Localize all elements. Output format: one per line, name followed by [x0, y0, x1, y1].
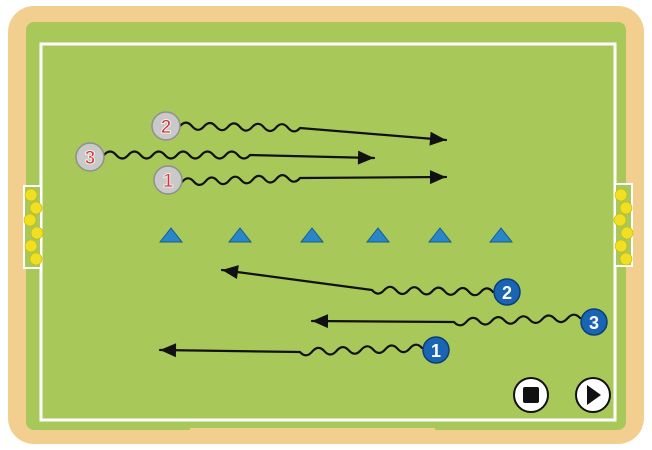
arrowhead	[160, 343, 177, 358]
ball	[619, 252, 633, 266]
arrowhead	[357, 150, 374, 165]
ball	[24, 188, 38, 202]
play-icon	[587, 385, 601, 405]
player-label: 1	[431, 341, 441, 361]
player-blue-1: 1	[422, 336, 450, 364]
dribble-path	[310, 313, 582, 327]
arrowhead	[222, 265, 239, 280]
dribble-path	[178, 121, 448, 142]
ball	[29, 201, 43, 215]
ball	[29, 252, 43, 266]
player-blue-2: 2	[493, 278, 521, 306]
stop-button[interactable]	[513, 377, 549, 413]
dribble-path	[102, 150, 376, 160]
ball	[614, 239, 628, 253]
player-label: 3	[85, 148, 96, 169]
ball	[24, 239, 38, 253]
ball-stack-right	[613, 188, 634, 266]
cone-marker	[488, 227, 514, 243]
ball	[614, 188, 628, 202]
play-button[interactable]	[575, 377, 611, 413]
run-paths	[102, 121, 582, 358]
pitch-surface	[26, 22, 626, 430]
ball	[619, 201, 633, 215]
player-label: 2	[502, 283, 512, 303]
cone-marker	[158, 227, 184, 243]
cone-marker	[299, 227, 325, 243]
arrowhead	[312, 314, 329, 329]
player-blue-3: 3	[580, 308, 608, 336]
cone-marker	[427, 227, 453, 243]
player-silver-1: 1	[153, 165, 183, 195]
cone-marker	[365, 227, 391, 243]
ball	[613, 213, 627, 227]
arrowhead	[429, 170, 446, 185]
ball	[23, 213, 37, 227]
dribble-path	[158, 343, 424, 357]
ball-stack-left	[23, 188, 44, 266]
frame-gap	[190, 428, 435, 432]
player-label: 1	[163, 171, 174, 192]
player-label: 2	[161, 117, 172, 138]
player-label: 3	[589, 313, 599, 333]
player-silver-2: 2	[151, 111, 181, 141]
dribble-path	[180, 174, 448, 186]
arrowhead	[429, 131, 446, 146]
ball	[30, 226, 44, 240]
ball	[620, 226, 634, 240]
player-silver-3: 3	[75, 142, 105, 172]
dribble-path	[220, 268, 495, 297]
cone-line	[158, 227, 514, 243]
stop-icon	[523, 387, 539, 403]
cone-marker	[227, 227, 253, 243]
